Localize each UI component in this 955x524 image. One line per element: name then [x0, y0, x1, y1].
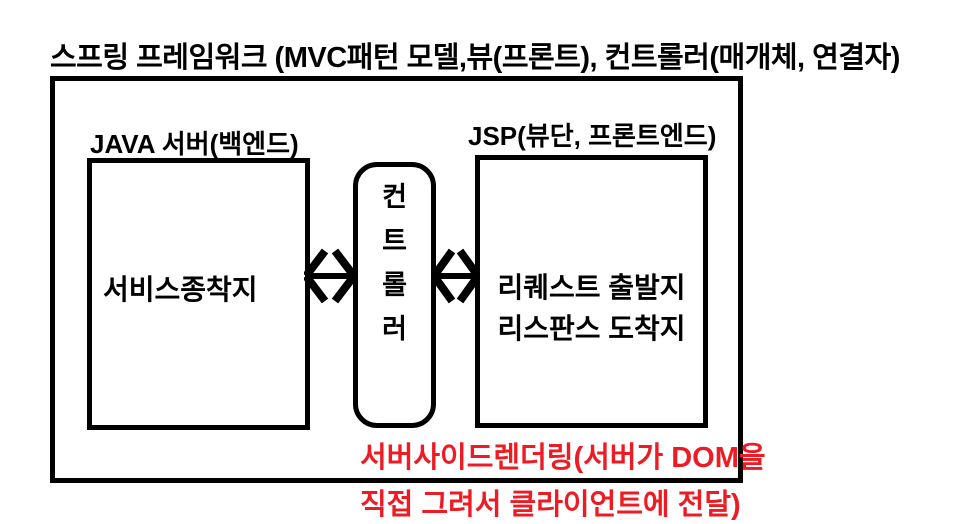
- controller-box: 컨 트 롤 러: [353, 162, 436, 428]
- response-destination-text: 리스판스 도착지: [497, 313, 686, 344]
- request-origin-text: 리퀘스트 출발지: [497, 272, 686, 303]
- outer-frame-box: [50, 76, 743, 483]
- ssr-note-line-2: 직접 그려서 클라이언트에 전달): [360, 489, 741, 521]
- java-server-label: JAVA 서버(백엔드): [90, 129, 299, 159]
- jsp-box: [475, 155, 708, 428]
- controller-char-4: 러: [382, 314, 407, 344]
- java-server-box: [87, 158, 310, 430]
- controller-char-1: 컨: [382, 182, 407, 212]
- service-destination-text: 서비스종착지: [103, 274, 258, 305]
- controller-char-2: 트: [382, 226, 407, 256]
- ssr-note-line-1: 서버사이드렌더링(서버가 DOM을: [360, 442, 766, 474]
- double-arrow-icon: [304, 248, 356, 304]
- jsp-label: JSP(뷰단, 프론트엔드): [468, 121, 717, 151]
- controller-char-3: 롤: [382, 270, 407, 300]
- page-title: 스프링 프레임워크 (MVC패턴 모델,뷰(프론트), 컨트롤러(매개체, 연결…: [50, 42, 900, 74]
- double-arrow-icon: [432, 248, 480, 304]
- jsp-box-text: 리퀘스트 출발지 리스판스 도착지: [475, 267, 708, 349]
